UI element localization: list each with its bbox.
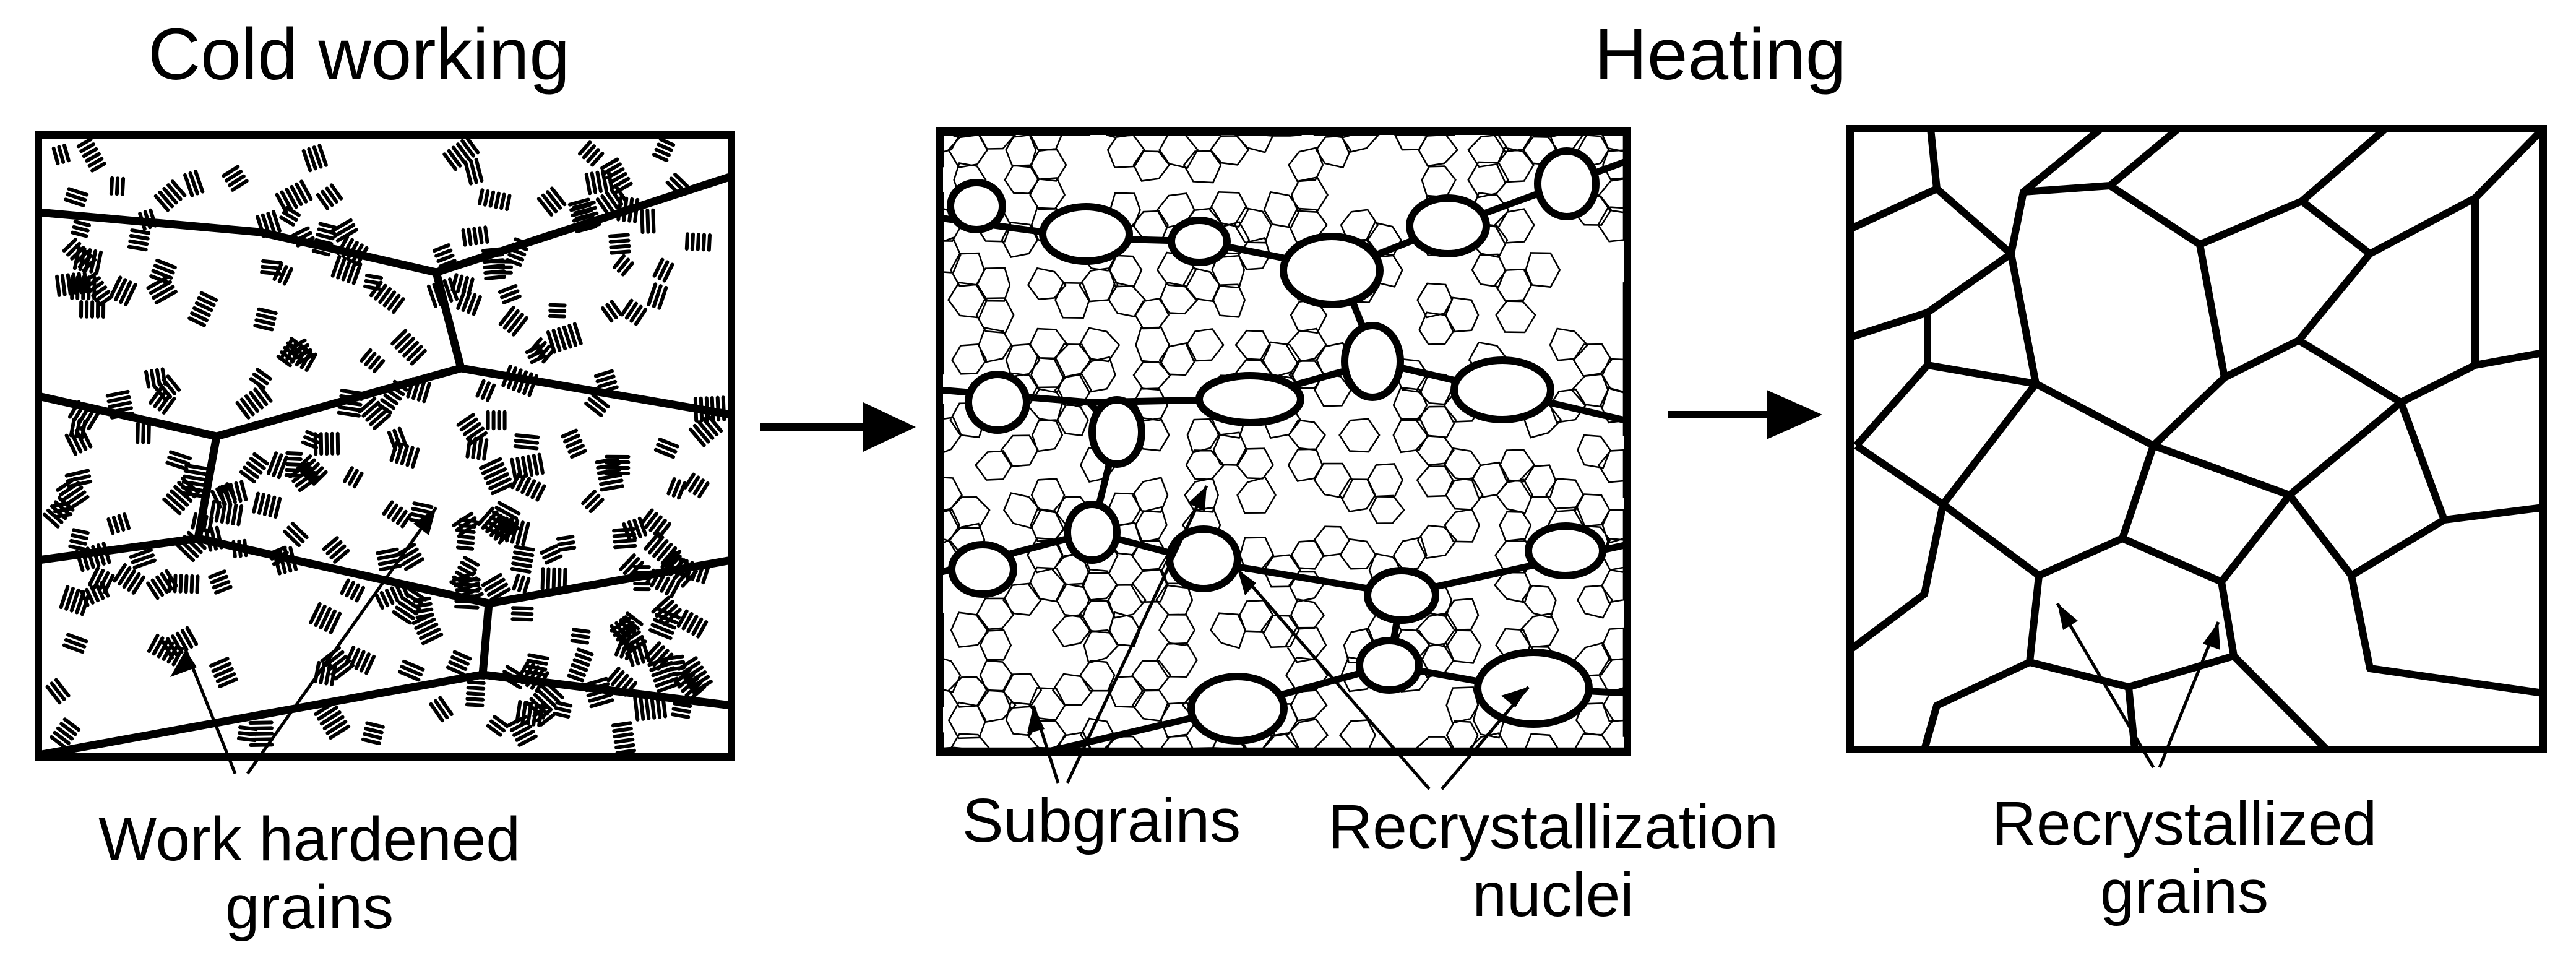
nucleus bbox=[1406, 194, 1490, 257]
nucleus bbox=[1187, 673, 1288, 745]
nucleus bbox=[965, 371, 1030, 434]
label-subgrains: Subgrains bbox=[962, 786, 1241, 855]
arrow-right-icon bbox=[1668, 390, 1822, 439]
nucleus bbox=[1356, 637, 1423, 694]
arrow-right-icon bbox=[760, 402, 916, 452]
annotation-pointers bbox=[184, 485, 2220, 790]
nucleus bbox=[1195, 372, 1304, 426]
nucleus bbox=[947, 179, 1006, 233]
nucleus bbox=[1166, 525, 1241, 592]
dislocation-marks bbox=[42, 136, 726, 755]
nucleus bbox=[1474, 649, 1593, 728]
nucleus bbox=[1280, 233, 1384, 308]
grain-boundaries-equiaxed bbox=[1848, 126, 2546, 753]
panel-recrystallized-frame bbox=[1846, 125, 2547, 753]
nucleus bbox=[1525, 522, 1606, 579]
heading-heating: Heating bbox=[1595, 14, 1846, 95]
label-nuclei-line2: nuclei bbox=[1472, 860, 1634, 930]
label-recrystallized-line1: Recrystallized bbox=[1992, 789, 2377, 858]
nucleus bbox=[1341, 322, 1404, 401]
label-work-hardened-line1: Work hardened bbox=[98, 805, 520, 874]
label-work-hardened-line2: grains bbox=[225, 873, 394, 942]
label-recrystallized-line2: grains bbox=[2100, 857, 2268, 926]
dislocation-hatching bbox=[42, 136, 726, 755]
nucleus bbox=[1450, 356, 1554, 423]
nucleus bbox=[1364, 567, 1439, 624]
panel-cold-worked-frame bbox=[35, 131, 735, 761]
annotation-arrowheads bbox=[170, 486, 2220, 733]
recrystallization-nuclei bbox=[947, 147, 1606, 745]
panel-subgrains bbox=[936, 127, 1631, 756]
nucleus bbox=[1534, 147, 1600, 220]
label-nuclei-line1: Recrystallization bbox=[1328, 792, 1778, 862]
grain-boundaries-deformed bbox=[37, 172, 733, 759]
nucleus bbox=[1039, 203, 1133, 265]
panel-recrystallized bbox=[1846, 125, 2547, 753]
nucleus bbox=[1168, 217, 1231, 266]
nucleus bbox=[1088, 396, 1145, 468]
nucleus bbox=[1064, 501, 1121, 564]
heading-cold-working: Cold working bbox=[148, 14, 570, 95]
panel-cold-worked bbox=[35, 131, 735, 761]
nucleus bbox=[948, 541, 1017, 598]
